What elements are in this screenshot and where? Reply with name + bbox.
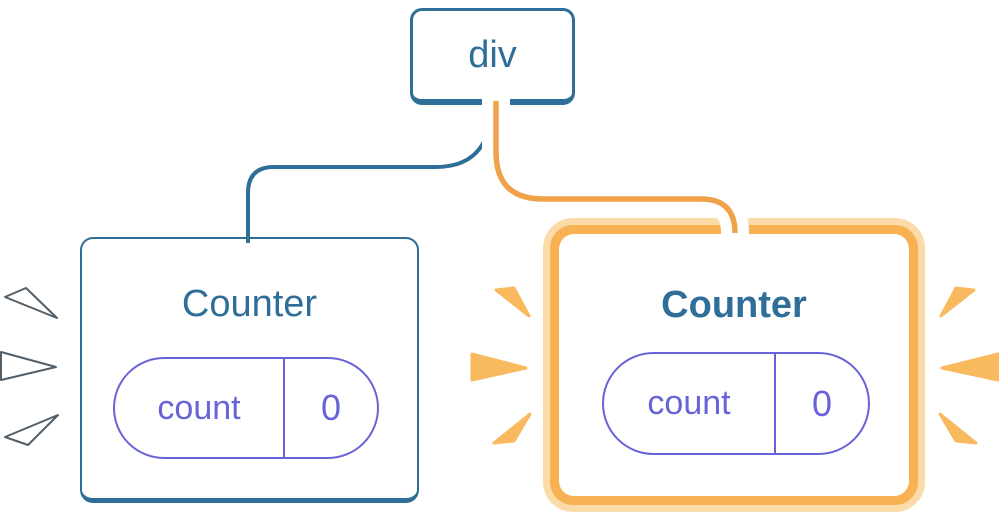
- state-key-label: count: [647, 384, 731, 422]
- card-title: Counter: [661, 284, 807, 326]
- edge-to-counter-1: [246, 101, 494, 243]
- spark-burst-right-icon: [938, 286, 999, 445]
- state-value: 0: [774, 354, 868, 453]
- highlight-ring: Counter count 0: [550, 225, 918, 505]
- edge-to-counter-2: [493, 101, 738, 234]
- state-pill: count 0: [113, 357, 379, 459]
- edge-to-counter-2-pipe: [482, 97, 749, 234]
- spark-burst-middle-icon: [470, 286, 532, 445]
- spark-burst-left-icon: [0, 287, 59, 446]
- state-pill: count 0: [602, 352, 870, 455]
- card-title: Counter: [181, 283, 318, 325]
- state-value: 0: [283, 359, 377, 457]
- counter-card-right: Counter count 0: [543, 218, 925, 512]
- counter-card-left: Counter count 0: [80, 237, 419, 503]
- counter-card-right-inner: Counter count 0: [559, 234, 909, 496]
- root-node: div: [410, 8, 575, 105]
- state-key-label: count: [157, 388, 241, 427]
